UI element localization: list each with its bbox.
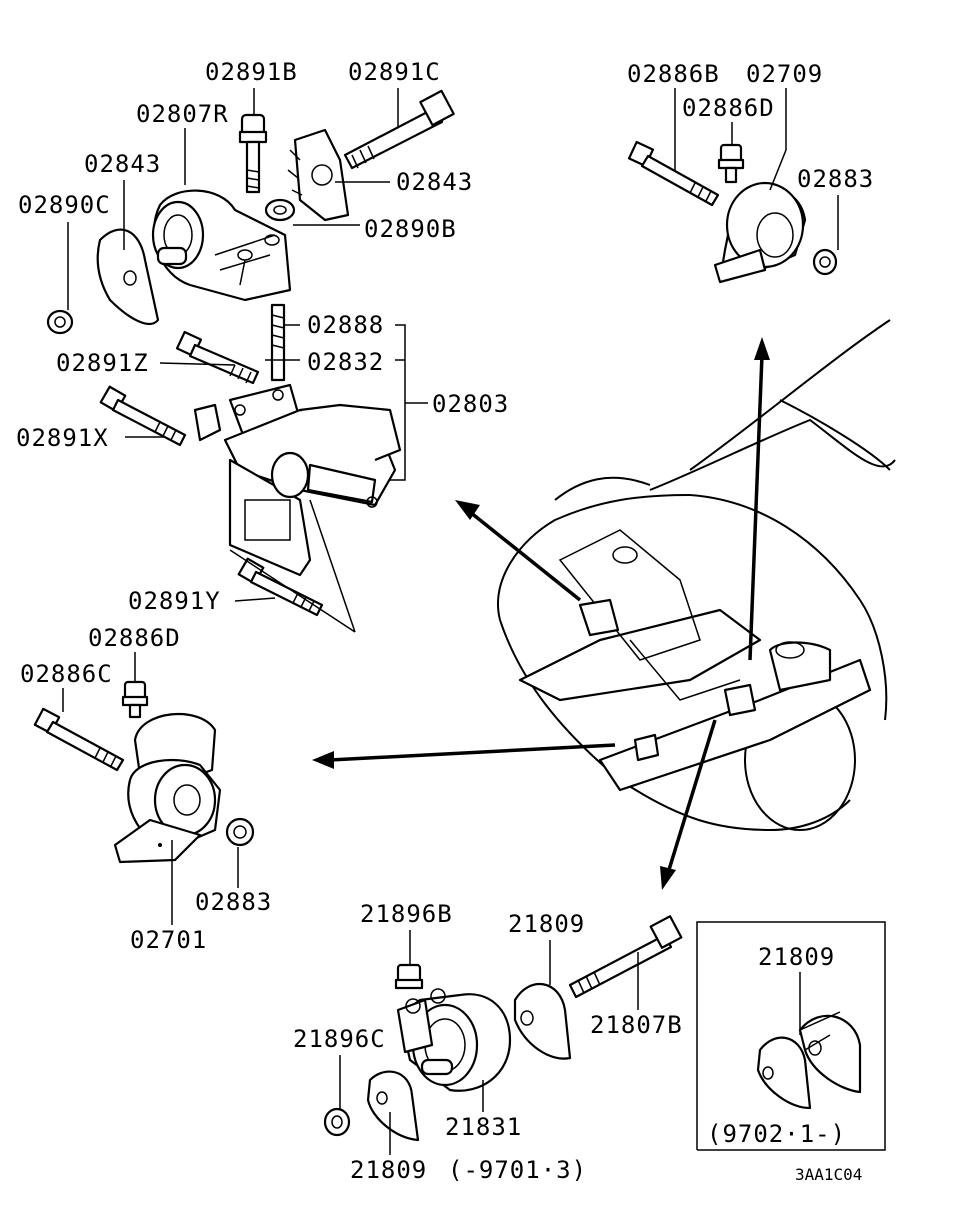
nut-02883-left [225, 817, 255, 847]
label-02886D-top: 02886D [682, 94, 775, 122]
nut-02890B [264, 198, 296, 222]
plate-21809-lower [366, 1070, 420, 1142]
label-02891Z: 02891Z [56, 349, 149, 377]
label-02843-right: 02843 [396, 168, 473, 196]
label-02701: 02701 [130, 926, 207, 954]
label-02891X: 02891X [16, 424, 109, 452]
label-02883-left: 02883 [195, 888, 272, 916]
bolt-02891Y [237, 557, 324, 617]
mount-02701 [113, 712, 222, 864]
label-02886B: 02886B [627, 60, 720, 88]
leader-lines [62, 88, 839, 1155]
part-labels: 02891B 02891C 02807R 02843 02843 02890C … [16, 58, 874, 1184]
bolt-02886B [627, 140, 720, 207]
bolt-02886D-top [717, 143, 745, 184]
stud-02888 [270, 303, 286, 382]
bracket-02843-right [287, 128, 350, 222]
mount-02709 [713, 181, 807, 284]
mount-02803 [223, 383, 402, 577]
bolt-02886C [33, 707, 125, 772]
label-02891B: 02891B [205, 58, 298, 86]
label-21809-inset: 21809 [758, 943, 835, 971]
date-range-before: (-9701·3) [448, 1156, 587, 1184]
label-02832: 02832 [307, 348, 384, 376]
label-02886C: 02886C [20, 660, 113, 688]
label-02890B: 02890B [364, 215, 457, 243]
car-body-outline [497, 319, 896, 831]
label-02890C: 02890C [18, 191, 111, 219]
label-21809-lower: 21809 [350, 1156, 427, 1184]
label-02891Y: 02891Y [128, 587, 221, 615]
label-21896B: 21896B [360, 900, 453, 928]
nut-02890C [46, 309, 74, 335]
mount-21831 [396, 988, 512, 1092]
label-02888: 02888 [307, 311, 384, 339]
label-02886D-left: 02886D [88, 624, 181, 652]
bolt-21896B [394, 963, 424, 990]
bolt-02891C [343, 89, 455, 170]
label-02803: 02803 [432, 390, 509, 418]
label-21831: 21831 [445, 1113, 522, 1141]
bolt-02891X [99, 385, 187, 447]
bolt-02891B [238, 113, 268, 194]
label-21809-upper: 21809 [508, 910, 585, 938]
inset-box [696, 921, 886, 1151]
bolt-02891Z [175, 330, 260, 385]
bolt-02886D-left [121, 680, 149, 719]
nut-02883-top [812, 248, 838, 276]
label-02891C: 02891C [348, 58, 441, 86]
plate-21809-upper [513, 982, 572, 1060]
label-02883-top: 02883 [797, 165, 874, 193]
diagram-code: 3AA1C04 [795, 1165, 862, 1184]
bolt-21807B [568, 915, 683, 999]
mount-02807R [151, 189, 292, 302]
date-range-after: (9702·1-) [707, 1120, 846, 1148]
label-02843-left: 02843 [84, 150, 161, 178]
label-21807B: 21807B [590, 1011, 683, 1039]
label-02709: 02709 [746, 60, 823, 88]
label-02807R: 02807R [136, 100, 229, 128]
nut-21896C [323, 1107, 351, 1137]
label-21896C: 21896C [293, 1025, 386, 1053]
plate-02843-left [96, 228, 160, 326]
clip-02832 [193, 403, 222, 442]
location-arrows [312, 337, 770, 890]
